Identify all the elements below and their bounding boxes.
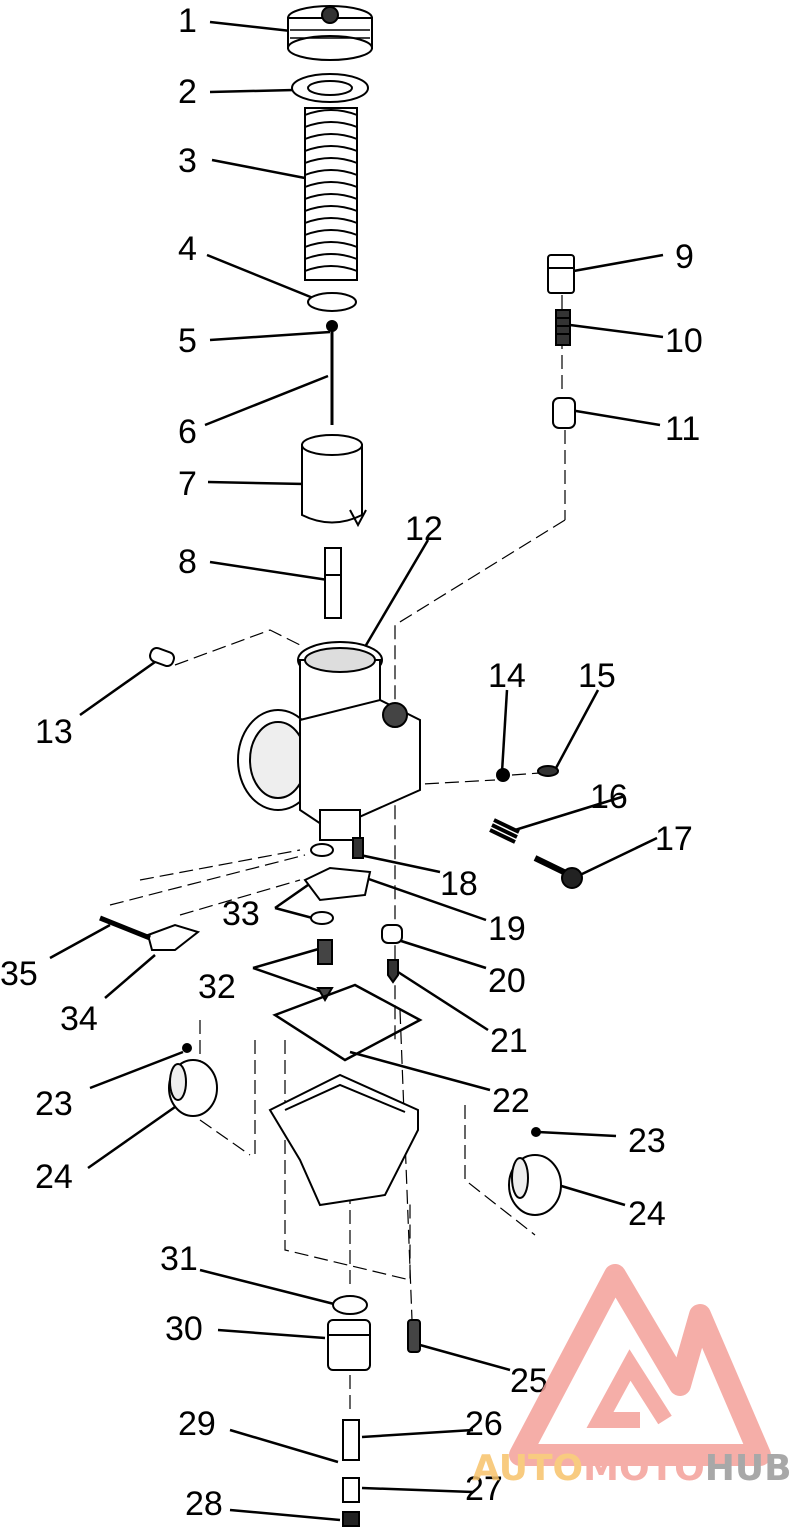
callout-11: 11 — [665, 410, 700, 448]
callout-2: 2 — [178, 73, 197, 111]
watermark-logo-g — [586, 1349, 672, 1428]
callout-4: 4 — [178, 230, 197, 268]
callout-23-left: 23 — [35, 1085, 73, 1123]
spring-seat — [307, 292, 357, 312]
callout-20: 20 — [488, 962, 526, 1000]
callout-27: 27 — [465, 1470, 503, 1508]
float-bowl-gasket — [272, 983, 423, 1062]
o-ring-small — [496, 768, 510, 782]
callout-28: 28 — [185, 1485, 223, 1523]
callout-34: 34 — [60, 1000, 98, 1038]
callout-6: 6 — [178, 413, 197, 451]
watermark-auto: AUTO — [472, 1448, 583, 1489]
callout-33: 33 — [222, 895, 260, 933]
carburetor-body — [237, 641, 421, 841]
throttle-valve — [301, 434, 367, 528]
jet-holder — [342, 1419, 360, 1461]
callout-32: 32 — [198, 968, 236, 1006]
callout-30: 30 — [165, 1310, 203, 1348]
callout-14: 14 — [488, 657, 526, 695]
callout-10: 10 — [665, 322, 703, 360]
callout-23-right: 23 — [628, 1122, 666, 1160]
bracket-pin — [99, 915, 151, 941]
callout-35: 35 — [0, 955, 38, 993]
watermark-logo-triangle — [509, 1264, 771, 1466]
mixing-chamber-cap — [287, 5, 373, 61]
automotohub-watermark: AUTOMOTOHUB — [472, 1264, 792, 1489]
float-pin-left — [182, 1043, 192, 1053]
float-bowl — [268, 1073, 419, 1207]
callout-24-right: 24 — [628, 1195, 666, 1233]
washer — [291, 73, 369, 103]
callout-24-left: 24 — [35, 1158, 73, 1196]
plug-screw — [537, 765, 559, 777]
watermark-hub: HUB — [705, 1448, 792, 1489]
idle-screw — [533, 855, 583, 889]
callout-7: 7 — [178, 465, 197, 503]
drain-washer — [332, 1295, 368, 1315]
bowl-screw — [407, 1319, 421, 1353]
cable-bracket — [146, 923, 201, 951]
callout-22: 22 — [492, 1082, 530, 1120]
callout-5: 5 — [178, 322, 197, 360]
drain-plug — [327, 1319, 371, 1371]
overflow-tube — [149, 647, 175, 667]
callout-29: 29 — [178, 1405, 216, 1443]
float-right — [508, 1154, 562, 1216]
float-pin-right — [531, 1127, 541, 1137]
callout-31: 31 — [160, 1240, 198, 1278]
callout-16: 16 — [590, 778, 628, 816]
pilot-air-screw-fitting — [547, 254, 575, 294]
pilot-jet — [352, 837, 364, 859]
callout-9: 9 — [675, 238, 694, 276]
callout-13: 13 — [35, 713, 73, 751]
needle-valve-seat — [381, 924, 403, 944]
float-needle — [387, 959, 399, 984]
bottom-plug — [342, 1511, 360, 1527]
callout-17: 17 — [655, 820, 693, 858]
callout-numbers: 1 2 3 4 5 6 7 8 9 10 11 12 13 14 15 16 1… — [0, 2, 703, 1523]
float-left — [168, 1059, 218, 1117]
callout-21: 21 — [490, 1022, 528, 1060]
watermark-text: AUTOMOTOHUB — [472, 1448, 792, 1489]
callout-18: 18 — [440, 865, 478, 903]
callout-1: 1 — [178, 2, 197, 40]
watermark-moto: MOTO — [583, 1448, 705, 1489]
throttle-spring — [304, 107, 358, 281]
callout-26: 26 — [465, 1405, 503, 1443]
starter-plunger — [552, 397, 576, 429]
main-jet — [316, 939, 334, 1002]
callout-3: 3 — [178, 142, 197, 180]
small-spring — [555, 309, 571, 346]
fiber-washer-upper — [310, 843, 334, 857]
main-jet-lower — [342, 1477, 360, 1503]
needle-jet — [324, 547, 342, 619]
e-clip — [326, 320, 338, 332]
leader-lines — [49, 20, 664, 1522]
assembly-lines — [109, 295, 566, 1410]
callout-19: 19 — [488, 910, 526, 948]
baffle-plate — [303, 866, 372, 902]
parts — [99, 5, 583, 1527]
idle-spring — [489, 818, 520, 844]
callout-15: 15 — [578, 657, 616, 695]
fiber-washer-lower — [310, 911, 334, 925]
callout-12: 12 — [405, 510, 443, 548]
callout-8: 8 — [178, 543, 197, 581]
